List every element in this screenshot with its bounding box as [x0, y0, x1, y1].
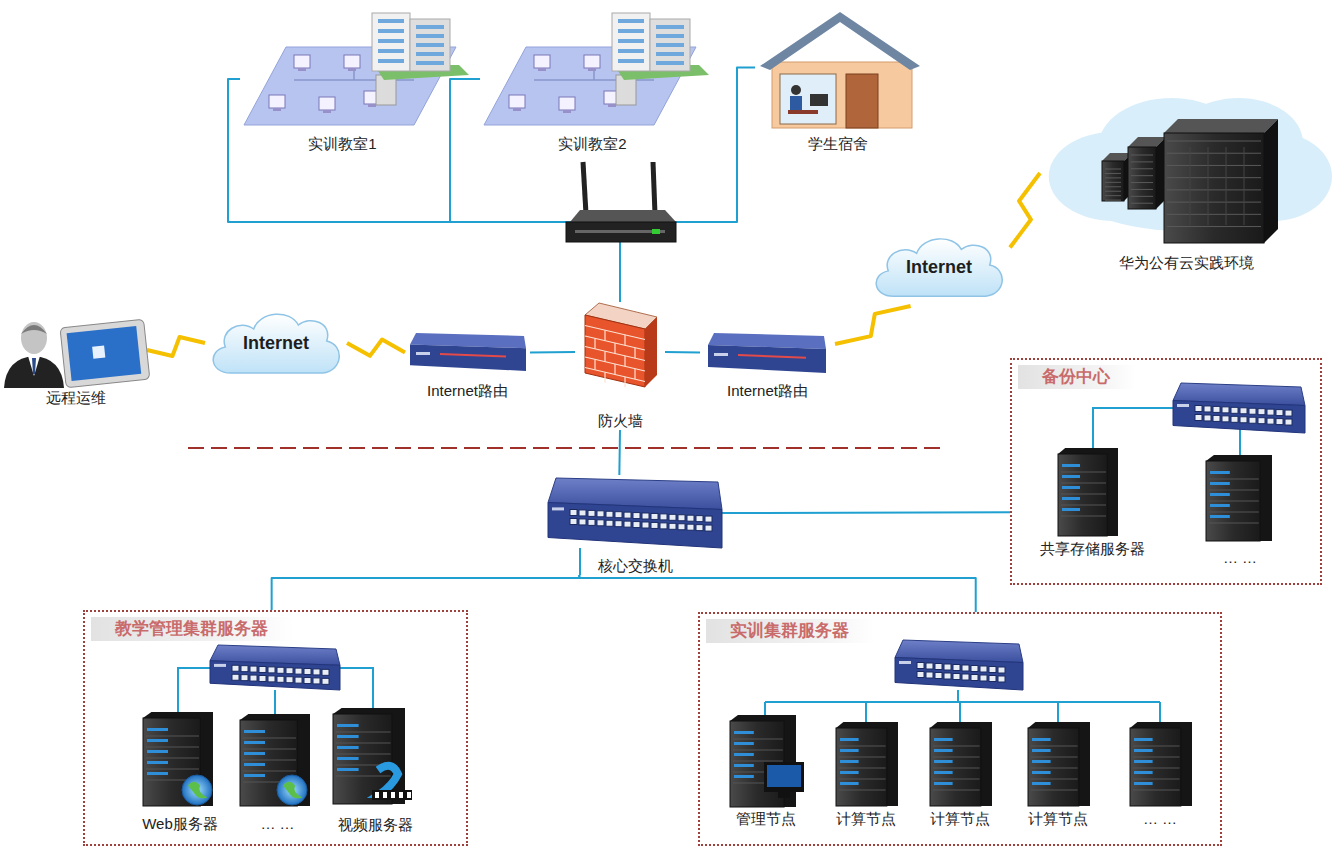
- node-label: 防火墙: [598, 412, 643, 430]
- device-node: 远程运维: [4, 312, 147, 407]
- classroom-icon: [244, 13, 469, 125]
- device-node: 计算节点: [1018, 712, 1098, 828]
- cluster-region: 备份中心共享存储服务器 … …: [1010, 358, 1322, 585]
- device-node: Internet路由: [700, 330, 835, 400]
- node-label: 管理节点: [736, 810, 796, 828]
- wireless-link: [1010, 173, 1040, 248]
- wireless-router-icon: [566, 162, 676, 242]
- wireless-link: [835, 306, 911, 344]
- router-device-icon: [410, 333, 526, 371]
- node-label: 共享存储服务器: [1040, 540, 1145, 558]
- network-cable: [272, 575, 580, 610]
- switch-icon: [1173, 383, 1305, 433]
- server-icon: [1206, 455, 1272, 541]
- region-heading: 教学管理集群服务器: [91, 617, 294, 641]
- switch-icon: [895, 640, 1023, 690]
- network-cable: [618, 430, 621, 475]
- device-node: 核心交换机: [548, 475, 722, 575]
- server-icon: [240, 714, 310, 806]
- device-node: 管理节点: [718, 710, 813, 828]
- zone-divider: [188, 448, 945, 449]
- node-label: 实训教室2: [558, 135, 626, 153]
- region-heading: 备份中心: [1018, 365, 1136, 389]
- node-label: 计算节点: [836, 810, 896, 828]
- region-heading: 实训集群服务器: [706, 619, 875, 643]
- device-node: 计算节点: [826, 712, 906, 828]
- node-label: 视频服务器: [338, 816, 413, 834]
- globe-icon: [277, 775, 307, 805]
- classroom-icon: [484, 13, 709, 125]
- device-node: … …: [1120, 712, 1200, 828]
- internet-cloud: Internet: [205, 303, 347, 383]
- device-node: 视频服务器: [325, 706, 425, 834]
- device-node: Web服务器: [130, 708, 230, 833]
- device-node: Internet路由: [405, 330, 530, 400]
- node-label: … …: [1223, 549, 1257, 567]
- dormitory-icon: [760, 12, 920, 128]
- node-label: … …: [260, 815, 294, 833]
- cluster-region: 实训集群服务器管理节点 计算节点 计算节点 计算节点 … …: [698, 612, 1222, 846]
- node-label: 计算节点: [930, 810, 990, 828]
- node-label: Internet路由: [427, 382, 508, 400]
- wireless-link: [347, 340, 405, 356]
- node-label: Web服务器: [142, 815, 218, 833]
- device-node: 防火墙: [575, 302, 665, 430]
- cluster-wires: [178, 408, 1240, 722]
- operator-icon: [4, 319, 150, 388]
- public-cloud-icon: [1049, 98, 1332, 243]
- server-icon: [836, 722, 898, 806]
- video-icon: [372, 766, 412, 800]
- device-node: 共享存储服务器: [1030, 446, 1155, 558]
- server-icon: [143, 712, 213, 806]
- network-cable: [530, 351, 575, 353]
- node-label: 实训教室1: [308, 135, 376, 153]
- node-label: 核心交换机: [598, 557, 673, 575]
- network-cable: [722, 511, 1010, 514]
- server-icon: [1058, 448, 1118, 536]
- server-icon: [1028, 722, 1090, 806]
- server-icon: [730, 715, 796, 807]
- device-node: 实训教室2: [480, 5, 705, 153]
- node-label: Internet路由: [727, 382, 808, 400]
- server-icon: [930, 722, 992, 806]
- wireless-link: [147, 337, 205, 356]
- device-node: 学生宿舍: [755, 8, 920, 153]
- node-label: 华为公有云实践环境: [1119, 254, 1254, 272]
- network-cable: [665, 351, 700, 353]
- node-label: … …: [1143, 810, 1177, 828]
- device-node: 实训教室1: [240, 5, 445, 153]
- node-label: Internet: [243, 334, 309, 352]
- globe-icon: [182, 775, 212, 805]
- node-label: Internet: [906, 258, 972, 276]
- server-icon: [1130, 722, 1192, 806]
- router-device-icon: [708, 333, 826, 373]
- server-icon: [333, 708, 405, 804]
- node-label: 远程运维: [46, 389, 106, 407]
- device-node: … …: [235, 708, 320, 833]
- device-node: 华为公有云实践环境: [1040, 92, 1332, 272]
- device-node: … …: [1200, 452, 1280, 567]
- switch-icon: [210, 645, 340, 690]
- cluster-region: 教学管理集群服务器 Web服务器 … … 视频服务器: [83, 610, 468, 846]
- node-label: 学生宿舍: [808, 135, 868, 153]
- switch-icon: [548, 478, 722, 548]
- network-cable: [579, 575, 975, 612]
- firewall-icon: [585, 303, 657, 387]
- monitor-icon: [764, 762, 804, 798]
- node-label: 计算节点: [1028, 810, 1088, 828]
- device-node: 计算节点: [920, 712, 1000, 828]
- internet-cloud: Internet: [868, 228, 1010, 306]
